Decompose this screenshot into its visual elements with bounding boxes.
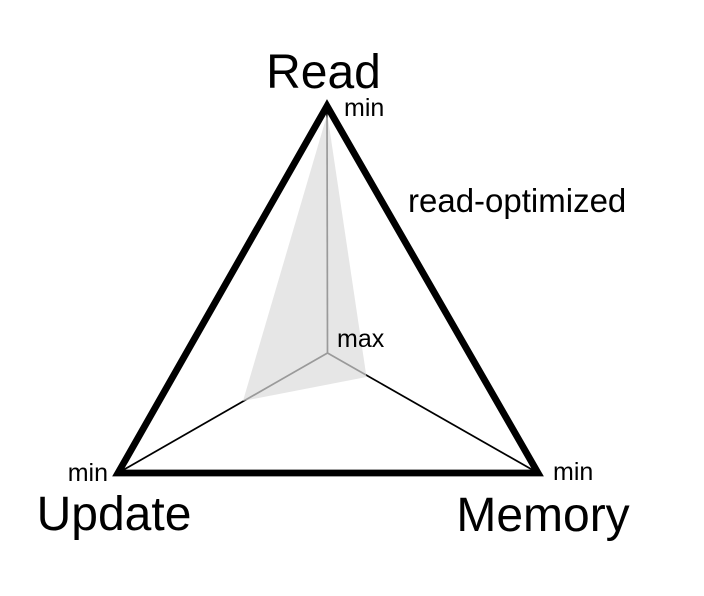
read-optimized-data-region <box>243 114 367 401</box>
memory-min-label: min <box>553 458 593 486</box>
update-axis-label: Update <box>37 488 192 541</box>
read-optimized-annotation: read-optimized <box>408 182 626 219</box>
center-max-label: max <box>337 325 385 353</box>
triangle-outline <box>112 99 544 477</box>
update-min-label: min <box>68 459 108 487</box>
memory-axis-label: Memory <box>456 489 629 542</box>
read-min-label: min <box>344 94 384 122</box>
read-axis-label: Read <box>266 46 381 99</box>
